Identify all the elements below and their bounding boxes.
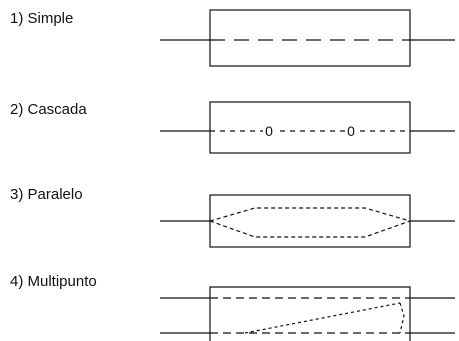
cascada-diagram <box>160 101 455 154</box>
label-paralelo: 3) Paralelo <box>10 186 83 203</box>
lower-path <box>209 220 411 238</box>
drop-link <box>399 302 405 334</box>
link-box <box>209 194 411 248</box>
link-box <box>209 286 411 341</box>
cascade-node-1: 0 <box>265 123 273 139</box>
link-box <box>209 101 411 154</box>
label-multipunto: 4) Multipunto <box>10 273 97 290</box>
simple-diagram <box>160 9 455 67</box>
label-simple: 1) Simple <box>10 10 74 27</box>
label-cascada: 2) Cascada <box>10 101 87 118</box>
link-box <box>209 9 411 67</box>
upper-path <box>209 207 411 222</box>
paralelo-diagram <box>160 194 455 248</box>
multipunto-diagram <box>160 286 455 341</box>
diagonal-link <box>244 302 401 334</box>
cascade-node-2: 0 <box>347 123 355 139</box>
